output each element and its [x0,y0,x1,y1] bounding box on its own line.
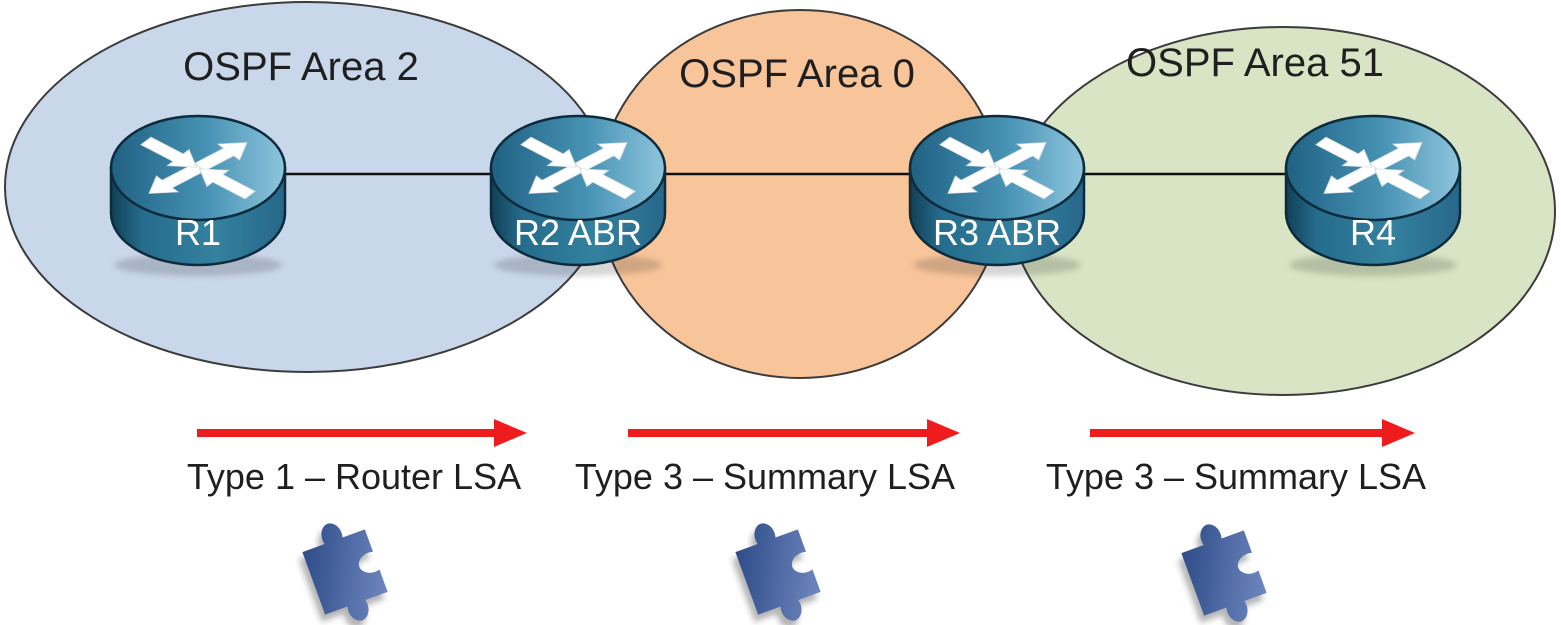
router-r1-label: R1 [175,212,221,253]
router-r3-label: R3 ABR [933,212,1061,253]
lsa-arrow-3 [1090,419,1415,447]
router-r2-label: R2 ABR [514,212,642,253]
router-r2-abr: R2 ABR [491,116,665,276]
red-right-arrow-icon [1382,419,1415,447]
router-r1: R1 [111,116,285,276]
router-r4-label: R4 [1350,212,1396,253]
lsa-flow-3-label: Type 3 – Summary LSA [1046,456,1426,497]
lsa-arrow-1 [197,419,527,447]
lsa-flow-1-label: Type 1 – Router LSA [187,456,521,497]
lsa-flow-2-label: Type 3 – Summary LSA [575,456,955,497]
ospf-area-0-label: OSPF Area 0 [679,52,915,96]
red-right-arrow-icon [494,419,527,447]
red-right-arrow-icon [927,419,960,447]
lsa-arrow-2 [628,419,960,447]
router-r4: R4 [1286,116,1460,276]
router-r3-abr: R3 ABR [910,116,1084,276]
ospf-area-2-label: OSPF Area 2 [183,45,419,89]
ospf-area-51-label: OSPF Area 51 [1126,41,1384,85]
